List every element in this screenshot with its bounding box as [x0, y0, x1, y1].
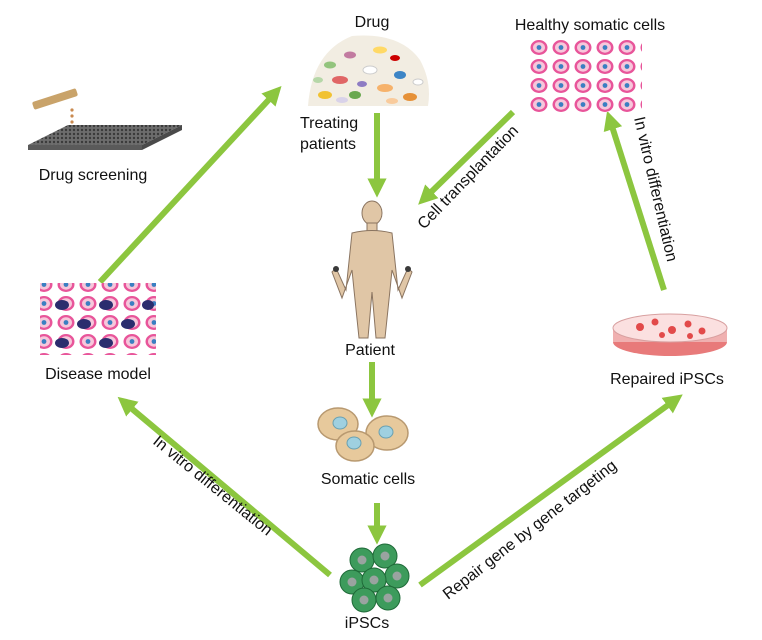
label-repaired-ipscs: Repaired iPSCs [610, 371, 724, 388]
arrow-ipscs-to-disease [117, 396, 332, 578]
label-in-vitro-differentiation-left: In vitro differentiation [149, 433, 275, 539]
label-healthy-somatic-cells: Healthy somatic cells [515, 17, 665, 34]
arrow-healthy-to-patient [418, 109, 516, 205]
petri-dish-icon [612, 313, 728, 356]
label-drug: Drug [355, 14, 390, 31]
label-repair-gene: Repair gene by gene targeting [440, 457, 620, 603]
human-figure-icon [331, 200, 413, 339]
arrow-ipscs-to-repaired [418, 394, 683, 588]
label-treating-patients-line1: Treating [300, 115, 358, 132]
pills-pile-icon [308, 35, 429, 106]
arrows [97, 85, 683, 588]
label-disease-model: Disease model [45, 366, 151, 383]
somatic-cell-cluster-icon [317, 407, 409, 462]
label-drug-screening: Drug screening [39, 167, 148, 184]
label-in-vitro-differentiation-right: In vitro differentiation [630, 115, 680, 263]
ipsc-colony-icon [339, 543, 410, 613]
label-ipscs: iPSCs [345, 615, 389, 632]
arrow-repaired-to-healthy [603, 110, 667, 291]
label-treating-patients-line2: patients [300, 136, 356, 153]
label-cell-transplantation: Cell transplantation [415, 122, 522, 232]
label-patient: Patient [345, 342, 395, 359]
arrow-disease-to-drug [97, 85, 282, 285]
pipette-plate-icon [28, 88, 182, 150]
diseased-cell-grid-icon [40, 283, 156, 355]
pink-cell-grid-icon [528, 40, 642, 112]
label-somatic-cells: Somatic cells [321, 471, 415, 488]
